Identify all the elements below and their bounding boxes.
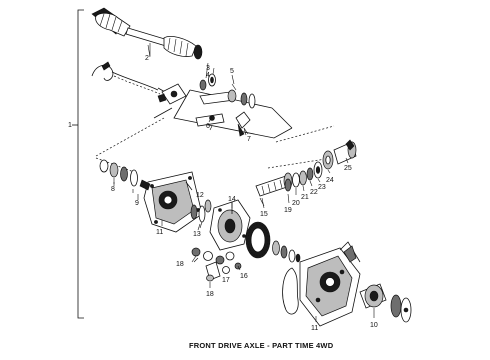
axle-shaft-box	[153, 83, 293, 139]
actuator-cable	[91, 61, 187, 105]
spider-gear-set	[191, 247, 242, 282]
carrier-gasket	[282, 267, 299, 315]
callout-11-right: 11	[311, 325, 318, 332]
side-seal-8-9	[99, 159, 138, 193]
cv-axle-shaft	[91, 7, 203, 60]
callout-21: 21	[301, 194, 309, 201]
callout-8: 8	[111, 186, 115, 193]
callout-9: 9	[135, 200, 139, 207]
callout-5: 5	[230, 68, 234, 75]
callout-1: 1	[68, 122, 72, 129]
callout-18-lower: 18	[206, 291, 214, 298]
callout-12: 12	[196, 192, 204, 199]
callout-18-upper: 18	[176, 261, 184, 268]
differential-case	[209, 199, 251, 251]
callout-14: 14	[228, 196, 236, 203]
callout-7: 7	[247, 136, 251, 143]
callout-10: 10	[370, 322, 378, 329]
callout-22: 22	[310, 189, 318, 196]
output-flange	[359, 283, 412, 323]
seal-and-bearing-3-4	[199, 62, 216, 91]
bearing-and-shim-12-13	[190, 199, 212, 231]
ring-gear	[245, 221, 271, 259]
callout-24: 24	[326, 177, 334, 184]
callout-11-left: 11	[156, 229, 163, 236]
callout-25: 25	[344, 165, 352, 172]
callout-20: 20	[292, 200, 300, 207]
leader-lines	[113, 44, 349, 322]
callout-16: 16	[240, 273, 248, 280]
carrier-housing-right	[299, 241, 361, 327]
callout-3: 3	[206, 65, 210, 72]
callout-19: 19	[284, 207, 292, 214]
callout-2: 2	[145, 55, 149, 62]
callout-23: 23	[318, 184, 326, 191]
carrier-housing-left	[139, 171, 203, 233]
side-bearings	[272, 240, 301, 263]
callout-13: 13	[193, 231, 201, 238]
assembly-bracket	[72, 9, 84, 319]
diagram-caption: FRONT DRIVE AXLE - PART TIME 4WD	[189, 341, 334, 350]
pinion-yoke	[333, 139, 357, 165]
pinion-bearings-19-24	[284, 150, 334, 192]
callout-labels: 1 2 3 4 5 6 7 8 9 10 11 11 12 13 14 15 1…	[68, 55, 378, 332]
callout-15: 15	[260, 211, 268, 218]
callout-17: 17	[222, 277, 230, 284]
callout-6: 6	[206, 123, 210, 130]
callout-4: 4	[206, 72, 210, 79]
